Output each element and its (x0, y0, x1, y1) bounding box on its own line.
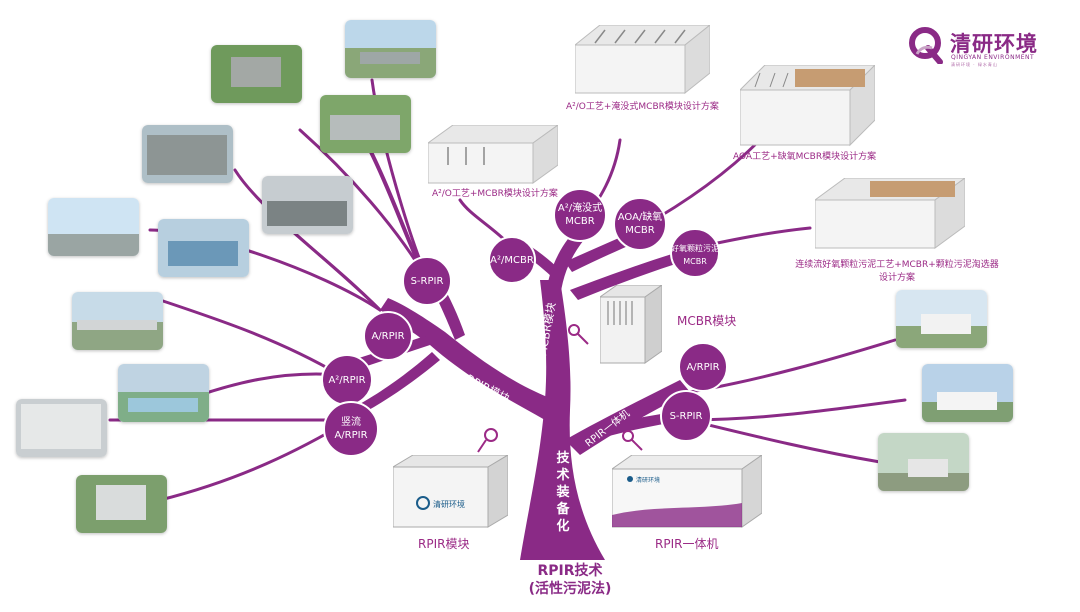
caption-a2o-mcbr: A²/O工艺+MCBR模块设计方案 (432, 189, 558, 199)
node-a2-mcbr: A²/MCBR (490, 255, 534, 266)
rpir-render-logo: 清研环境 (433, 499, 465, 509)
root-title-line1: RPIR技术 (537, 563, 603, 579)
photo-project-6 (48, 198, 139, 256)
photo-project-1 (345, 20, 436, 78)
logo-name-en: QINGYAN ENVIRONMENT (951, 54, 1035, 61)
photo-project-5 (262, 176, 353, 234)
node-granular-mcbr: 好氧颗粒污泥 MCBR (669, 242, 721, 268)
node-a-rpir-left: A/RPIR (371, 331, 405, 342)
node-aoa-line2: MCBR (625, 225, 655, 236)
node-aoa-mcbr: AOA/缺氧 MCBR (614, 211, 666, 237)
q-logo-icon (909, 27, 943, 65)
node-a-rpir-right: A/RPIR (686, 362, 720, 373)
integrated-render-logo: 清研环境 (636, 476, 660, 484)
trunk-label-char: 化 (556, 519, 570, 534)
trunk-label-char: 备 (556, 502, 570, 517)
caption-a2o-submerged: A²/O工艺+淹没式MCBR模块设计方案 (566, 102, 719, 112)
photo-project-12 (896, 290, 987, 348)
photo-project-3 (320, 95, 411, 153)
node-a2-rpir: A²/RPIR (328, 375, 366, 386)
caption-granular: 连续流好氧颗粒污泥工艺+MCBR+颗粒污泥淘选器 设计方案 (786, 257, 1008, 283)
logo-tagline: 清研环境 · 绿水青山 (951, 62, 998, 67)
trunk-label-char: 技 (556, 451, 570, 466)
node-circles (321, 188, 728, 457)
product-mcbr-render (600, 285, 662, 364)
node-vertical-line1: 竖流 (341, 417, 361, 428)
photo-project-13 (922, 364, 1013, 422)
product-integrated-label: RPIR一体机 (655, 537, 719, 551)
root-title: RPIR技术 (活性污泥法) (500, 562, 640, 598)
photo-project-10 (16, 399, 107, 457)
render-a2o-mcbr (428, 125, 558, 184)
logo-name-cn: 清研环境 (950, 32, 1038, 56)
trunk-label-char: 装 (556, 485, 570, 500)
caption-granular-line1: 连续流好氧颗粒污泥工艺+MCBR+颗粒污泥淘选器 (795, 260, 999, 270)
node-aoa-line1: AOA/缺氧 (617, 212, 663, 223)
node-granular-line1: 好氧颗粒污泥 (671, 244, 719, 253)
node-a2-sub-line1: A²/淹没式 (557, 203, 603, 214)
product-mcbr-label: MCBR模块 (677, 314, 737, 328)
photo-project-14 (878, 433, 969, 491)
root-title-line2: (活性污泥法) (528, 581, 612, 597)
node-s-rpir-right: S-RPIR (669, 411, 703, 422)
photo-project-7 (158, 219, 249, 277)
trunk-label-char: 术 (556, 468, 570, 483)
node-a2-submerged-mcbr: A²/淹没式 MCBR (554, 202, 606, 228)
photo-project-11 (76, 475, 167, 533)
node-granular-line2: MCBR (683, 257, 707, 266)
caption-granular-line2: 设计方案 (878, 273, 915, 283)
render-granular (815, 178, 965, 249)
node-vertical-a-rpir: 竖流 A/RPIR (326, 416, 376, 442)
render-aoa (740, 65, 875, 147)
product-integrated-render: 清研环境 (612, 455, 762, 528)
node-a2-sub-line2: MCBR (565, 216, 595, 227)
product-rpir-render: 清研环境 (393, 455, 508, 528)
trunk-label: 技术装备化 (555, 450, 571, 535)
render-a2o-submerged (575, 25, 710, 95)
caption-aoa: AOA工艺+缺氧MCBR模块设计方案 (733, 152, 877, 162)
product-rpir-label: RPIR模块 (418, 537, 470, 551)
node-s-rpir-left: S-RPIR (410, 276, 444, 287)
photo-project-2 (211, 45, 302, 103)
node-vertical-line2: A/RPIR (334, 430, 368, 441)
photo-project-4 (142, 125, 233, 183)
photo-project-8 (72, 292, 163, 350)
company-logo: 清研环境 QINGYAN ENVIRONMENT 清研环境 · 绿水青山 (908, 26, 1058, 70)
photo-project-9 (118, 364, 209, 422)
magnifier-icons (477, 324, 643, 453)
